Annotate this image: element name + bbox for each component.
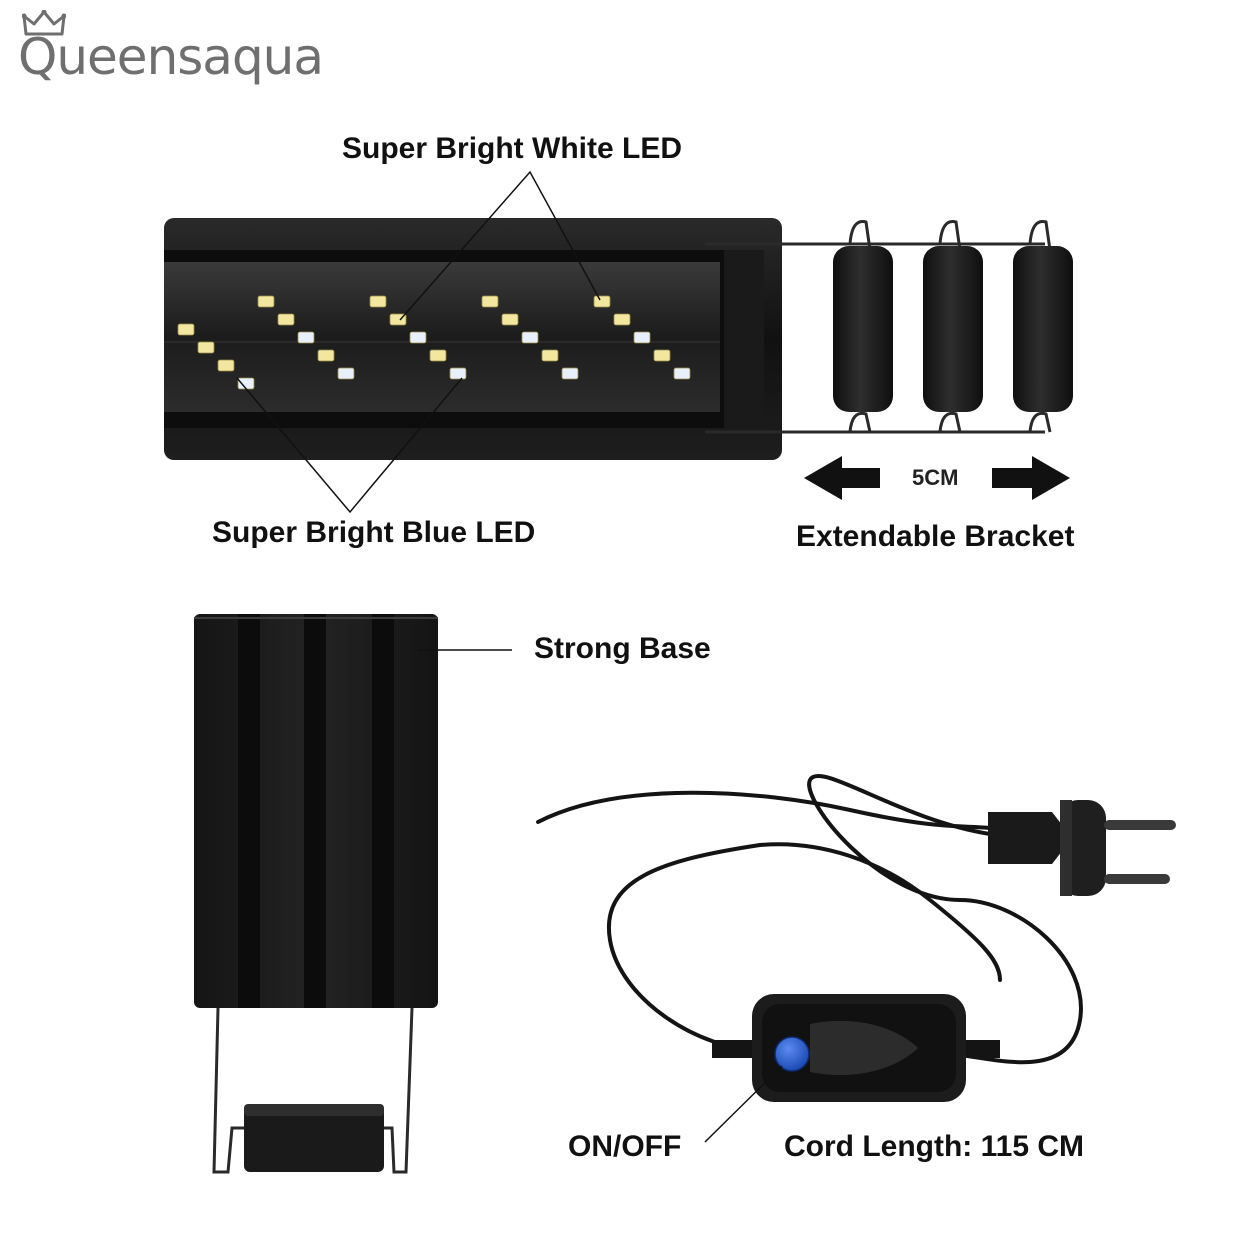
white-led-chip — [593, 295, 611, 308]
switch-pointer — [704, 1065, 783, 1143]
white-led-chip — [481, 295, 499, 308]
arrow-right-icon — [992, 456, 1070, 500]
white-led-chip — [277, 313, 295, 326]
base-foot-pad — [244, 1104, 384, 1172]
arrow-left-icon — [804, 456, 880, 500]
bracket-clips — [833, 246, 1073, 412]
blue-led-chip — [297, 331, 315, 344]
white-led-chip — [541, 349, 559, 362]
power-cord — [536, 773, 1083, 1065]
blue-led-label: Super Bright Blue LED — [212, 516, 536, 549]
on-off-button[interactable] — [774, 1036, 810, 1072]
cord-length-label: Cord Length: 115 CM — [784, 1130, 1085, 1163]
white-led-chip — [653, 349, 671, 362]
strong-base — [194, 614, 438, 1008]
white-led-chip — [197, 341, 215, 354]
brand-logo: Queensaqua — [18, 28, 324, 86]
white-led-chip — [317, 349, 335, 362]
blue-led-chip — [449, 367, 467, 380]
blue-led-chip — [337, 367, 355, 380]
blue-led-chip — [633, 331, 651, 344]
white-led-chip — [501, 313, 519, 326]
blue-led-pointer — [236, 377, 463, 514]
led-chips — [177, 295, 691, 390]
blue-led-chip — [673, 367, 691, 380]
blue-led-chip — [409, 331, 427, 344]
switch-label: ON/OFF — [568, 1130, 682, 1163]
white-led-chip — [429, 349, 447, 362]
white-led-label: Super Bright White LED — [342, 132, 682, 165]
white-led-chip — [177, 323, 195, 336]
blue-led-chip — [237, 377, 255, 390]
base-legs — [212, 1007, 414, 1174]
bracket-width-label: 5CM — [912, 465, 959, 490]
blue-led-chip — [561, 367, 579, 380]
white-led-pointer — [399, 170, 601, 321]
power-plug — [988, 800, 1176, 896]
crown-icon — [22, 10, 66, 36]
led-light-bar — [164, 218, 782, 460]
white-led-chip — [217, 359, 235, 372]
blue-led-chip — [521, 331, 539, 344]
inline-switch-box — [712, 994, 1000, 1102]
bracket-label: Extendable Bracket — [796, 520, 1075, 553]
white-led-chip — [613, 313, 631, 326]
base-label: Strong Base — [534, 632, 711, 665]
white-led-chip — [257, 295, 275, 308]
white-led-chip — [369, 295, 387, 308]
bracket-wire — [705, 219, 1052, 434]
